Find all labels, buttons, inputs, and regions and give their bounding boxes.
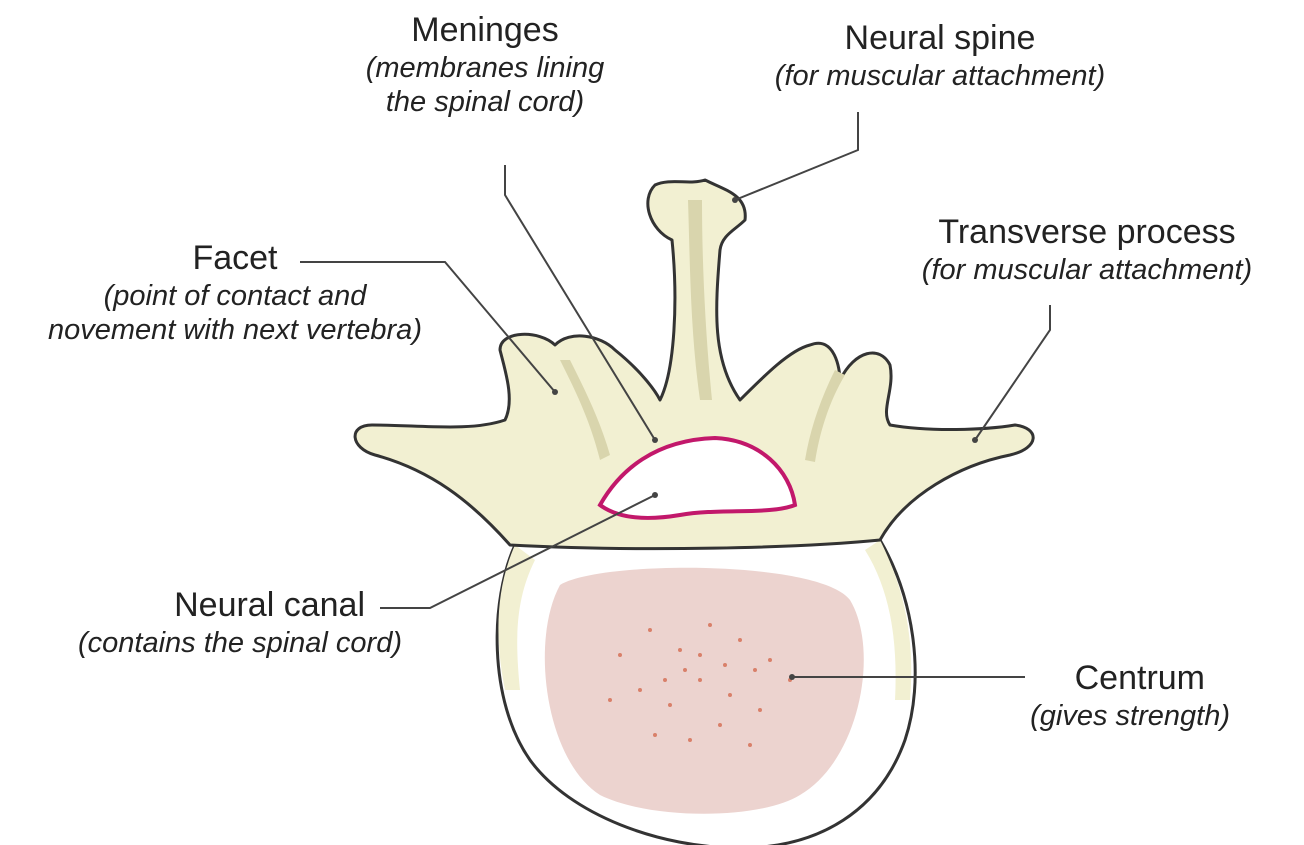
facet-label: Facet (point of contact and novement wit…: [0, 238, 470, 347]
facet-desc-line2: novement with next vertebra): [0, 313, 470, 347]
meninges-label: Meninges (membranes lining the spinal co…: [325, 10, 645, 119]
transverse-process-desc: (for muscular attachment): [870, 253, 1304, 288]
centrum-core: [545, 568, 864, 814]
meninges-name: Meninges: [325, 10, 645, 51]
facet-desc-line1: (point of contact and: [0, 279, 470, 313]
neural-canal-label: Neural canal (contains the spinal cord): [20, 585, 460, 661]
meninges-desc-line2: the spinal cord): [325, 85, 645, 119]
neural-spine-name: Neural spine: [720, 18, 1160, 59]
neural-canal-name: Neural canal: [20, 585, 460, 626]
transverse-process-name: Transverse process: [870, 212, 1304, 253]
transverse-process-leader: [975, 305, 1050, 440]
neural-spine-desc: (for muscular attachment): [720, 59, 1160, 94]
neural-canal-desc: (contains the spinal cord): [20, 626, 460, 661]
neural-spine-label: Neural spine (for muscular attachment): [720, 18, 1160, 94]
centrum-name: Centrum: [975, 658, 1275, 699]
transverse-process-label: Transverse process (for muscular attachm…: [870, 212, 1304, 288]
neural-spine-leader: [735, 112, 858, 200]
meninges-desc-line1: (membranes lining: [325, 51, 645, 85]
facet-name: Facet: [0, 238, 470, 279]
centrum-label: Centrum (gives strength): [975, 658, 1275, 734]
centrum-desc: (gives strength): [975, 699, 1275, 734]
